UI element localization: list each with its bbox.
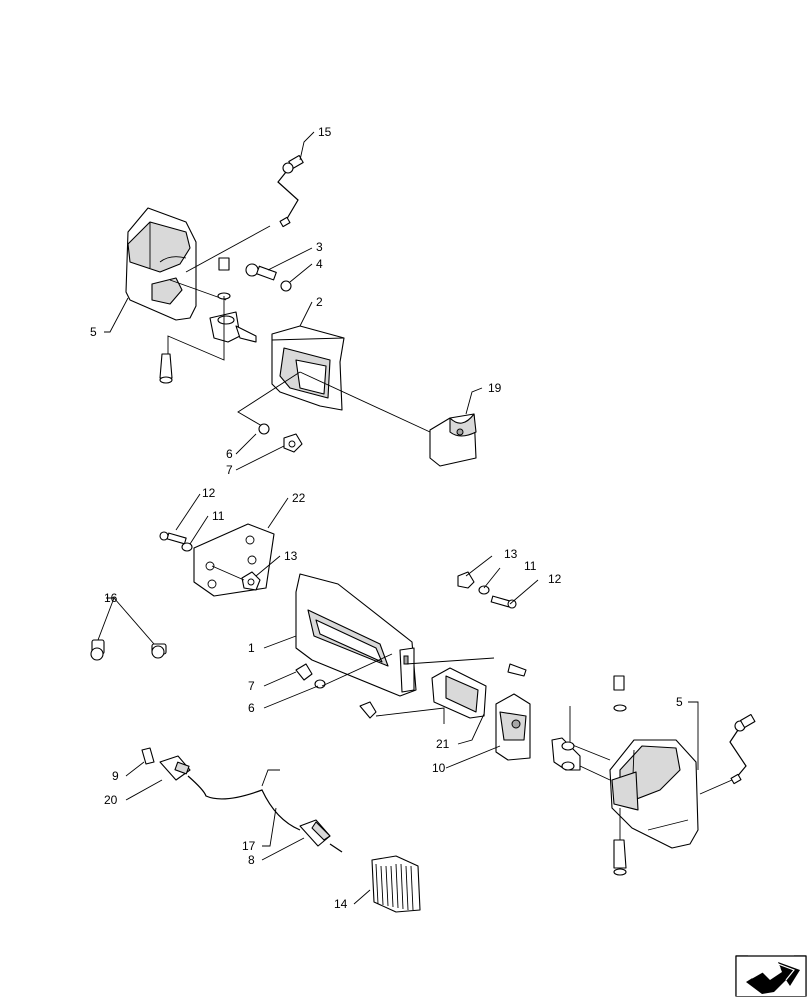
- washer-6-nut-7-upper: [237, 371, 303, 453]
- bracket-21: [359, 657, 527, 724]
- lamp-housing-upper: [125, 207, 197, 321]
- callout-4: 4: [316, 257, 323, 271]
- callout-12-left: 12: [202, 486, 216, 500]
- callout-2: 2: [316, 295, 323, 309]
- callout-9: 9: [112, 769, 119, 783]
- lamp-housing-lower: [609, 739, 699, 849]
- nut-13-right-group: [457, 571, 517, 609]
- nut-13-left: [211, 565, 261, 591]
- light-bracket-2: [271, 325, 345, 411]
- callout-10: 10: [432, 761, 446, 775]
- callout-21: 21: [436, 737, 450, 751]
- bolt-right: [699, 713, 756, 795]
- bolt-15: [277, 154, 304, 228]
- hinge-10: [495, 693, 531, 761]
- callout-3: 3: [316, 240, 323, 254]
- next-page-arrow-icon[interactable]: [735, 955, 807, 997]
- callout-7-upper: 7: [226, 463, 233, 477]
- callout-22: 22: [292, 491, 306, 505]
- callout-12-right: 12: [548, 572, 562, 586]
- callout-14: 14: [334, 897, 348, 911]
- callout-13-left: 13: [284, 549, 298, 563]
- callout-5-upper: 5: [90, 325, 97, 339]
- callout-7-lower: 7: [248, 679, 255, 693]
- callout-16: 16: [104, 591, 118, 605]
- callout-6-lower: 6: [248, 701, 255, 715]
- callout-labels: 15 3 4 2 5 19 6 7 12 11 22 13 13 11 12 1…: [90, 125, 683, 911]
- callout-20: 20: [104, 793, 118, 807]
- hinge-bracket-lower: [551, 675, 627, 876]
- callout-6-upper: 6: [226, 447, 233, 461]
- light-cover-19: [299, 371, 477, 467]
- screw-3: [245, 263, 292, 292]
- hinge-bracket-upper: [159, 225, 271, 384]
- gasket-14: [371, 855, 421, 913]
- callout-1: 1: [248, 641, 255, 655]
- callout-11-right: 11: [524, 559, 537, 573]
- wire-harness: [141, 747, 343, 853]
- callout-13-right: 13: [504, 547, 518, 561]
- plate-22: [193, 523, 275, 597]
- callout-19: 19: [488, 381, 502, 395]
- callout-5-lower: 5: [676, 695, 683, 709]
- leader-lines: [97, 131, 699, 905]
- callout-8: 8: [248, 853, 255, 867]
- callout-17: 17: [242, 839, 256, 853]
- screw-12-washer-11: [159, 531, 193, 552]
- callout-15: 15: [318, 125, 332, 139]
- bolt-16: [90, 639, 167, 661]
- callout-11-left: 11: [212, 509, 225, 523]
- light-bracket-1: [295, 573, 417, 697]
